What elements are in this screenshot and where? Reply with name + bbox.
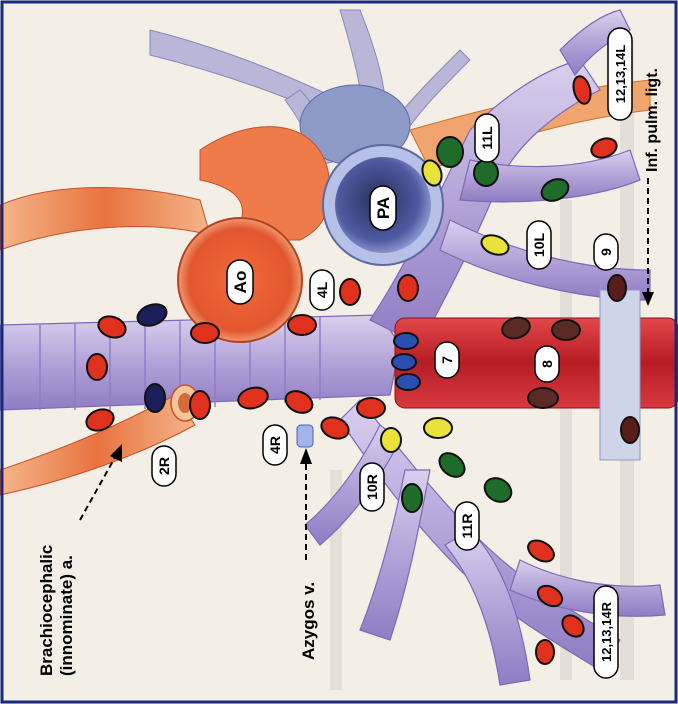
node-green <box>474 160 498 186</box>
station-11l-label: 11L <box>475 114 499 162</box>
svg-text:9: 9 <box>598 248 614 256</box>
station-11r-label: 11R <box>455 502 479 550</box>
azygos-label: Azygos v. <box>299 582 318 660</box>
node-brown <box>552 320 580 340</box>
ao-label-text: Ao <box>231 271 250 294</box>
node-brown <box>621 417 639 443</box>
node-brown <box>528 388 558 408</box>
node-red <box>190 391 210 419</box>
node-brown <box>608 275 626 301</box>
pa-label: PA <box>370 186 396 230</box>
station-7-label: 7 <box>435 342 459 378</box>
brachiocephalic-label-line1: Brachiocephalic <box>37 545 56 676</box>
svg-text:11L: 11L <box>479 126 495 150</box>
station-12r-label: 12,13,14R <box>594 586 618 678</box>
node-blue <box>396 374 420 390</box>
node-yellow <box>424 418 452 438</box>
station-4l-label: 4L <box>310 270 334 310</box>
node-navy <box>145 384 165 412</box>
azygos-vein-marker <box>297 425 313 447</box>
station-10r-label: 10R <box>360 463 384 511</box>
node-blue <box>392 354 416 370</box>
node-red <box>87 354 107 380</box>
node-green <box>402 484 422 512</box>
svg-text:7: 7 <box>439 356 455 364</box>
svg-text:8: 8 <box>539 360 555 368</box>
node-red <box>340 279 360 305</box>
svg-text:11R: 11R <box>459 514 475 539</box>
svg-text:4L: 4L <box>314 281 330 298</box>
station-10l-label: 10L <box>527 221 551 269</box>
node-green <box>437 137 463 167</box>
station-9-label: 9 <box>594 234 618 270</box>
node-blue <box>394 333 418 349</box>
station-4r-label: 4R <box>263 425 287 465</box>
svg-text:2R: 2R <box>156 457 172 475</box>
svg-text:10R: 10R <box>364 474 380 500</box>
pa-label-text: PA <box>374 197 393 219</box>
svg-text:12,13,14R: 12,13,14R <box>599 601 614 662</box>
node-red <box>191 323 219 343</box>
svg-text:4R: 4R <box>267 436 283 454</box>
svg-text:10L: 10L <box>531 232 547 257</box>
brachiocephalic-label-line2: (innominate) a. <box>57 555 76 676</box>
node-red <box>398 275 418 301</box>
station-12l-label: 12,13,14L <box>608 28 632 120</box>
station-2r-label: 2R <box>152 446 176 486</box>
svg-text:12,13,14L: 12,13,14L <box>613 45 628 104</box>
inf-pulm-label: Inf. pulm. ligt. <box>644 68 661 172</box>
node-red <box>288 315 316 335</box>
ao-label: Ao <box>227 260 253 304</box>
node-yellow <box>381 428 401 452</box>
node-red <box>536 640 554 664</box>
node-red <box>357 398 385 418</box>
station-8-label: 8 <box>535 346 559 382</box>
